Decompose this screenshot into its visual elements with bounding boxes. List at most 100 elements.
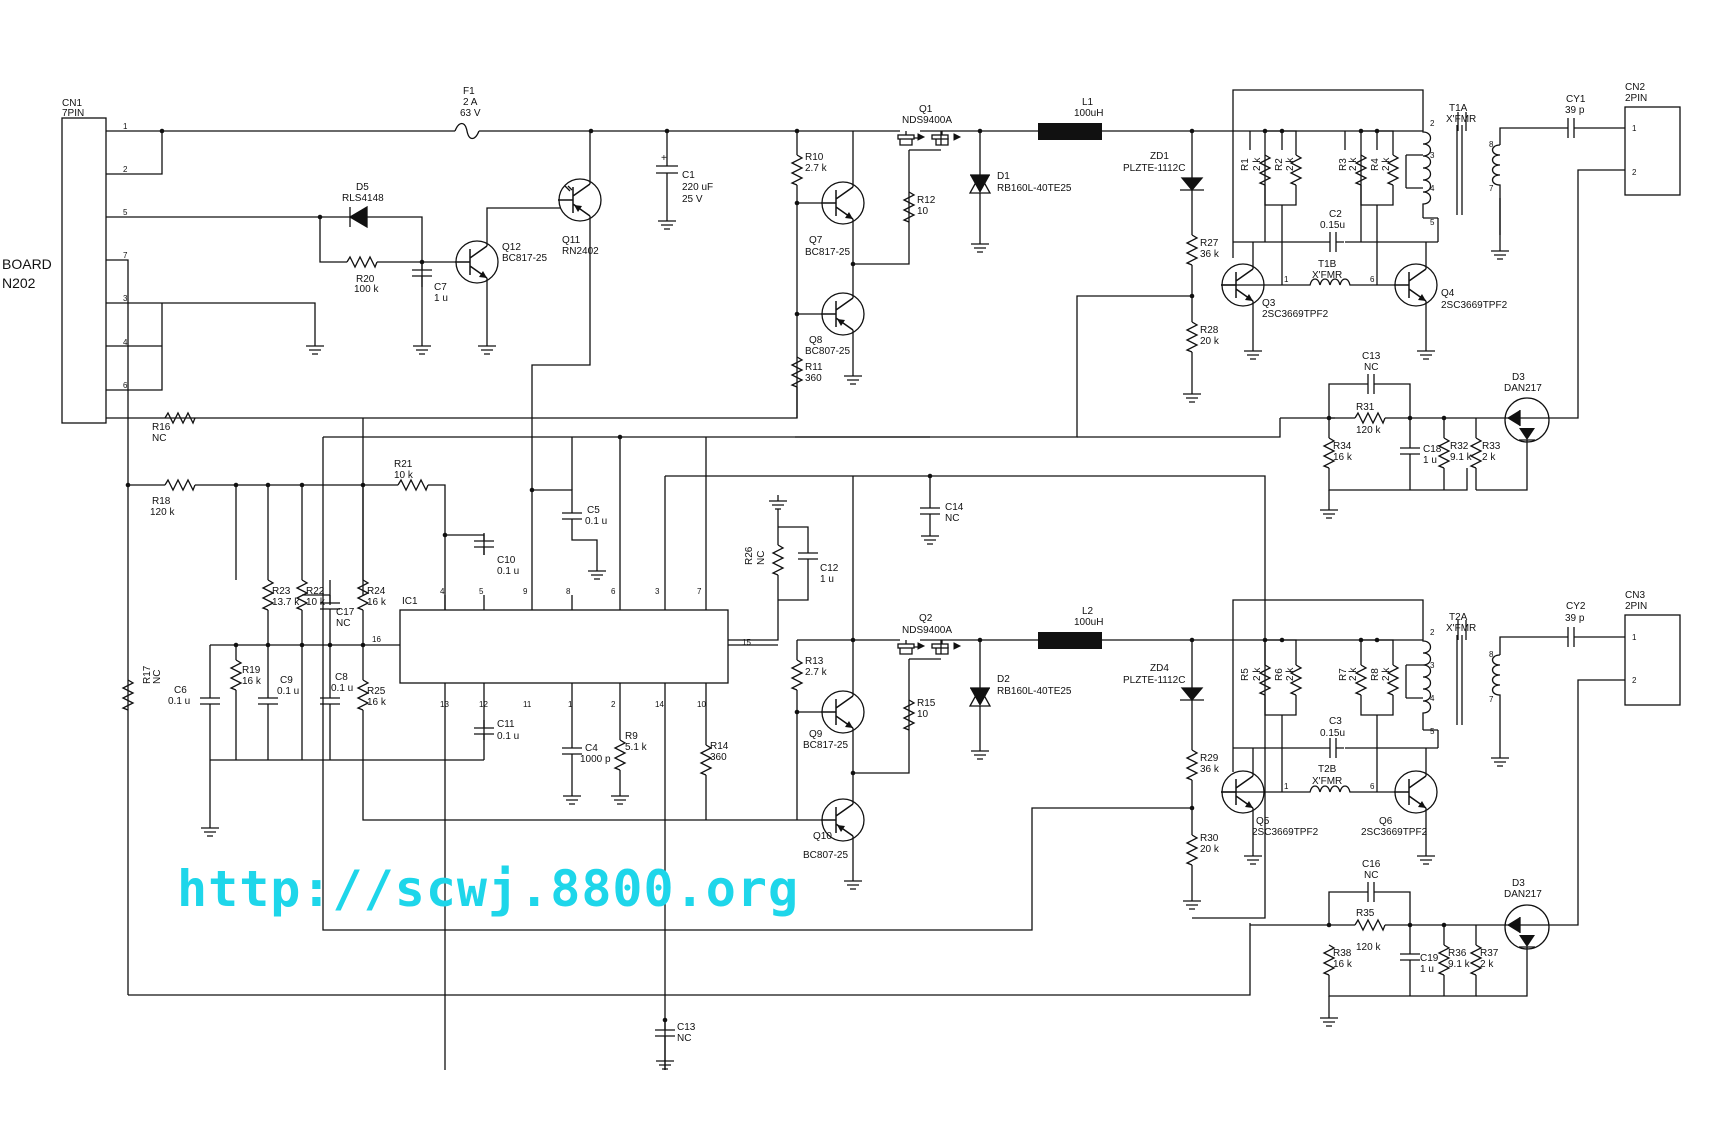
- svg-text:R28: R28: [1200, 325, 1219, 336]
- svg-text:0.1 u: 0.1 u: [277, 686, 299, 697]
- svg-text:R18: R18: [152, 496, 171, 507]
- svg-text:DAN217: DAN217: [1504, 383, 1542, 394]
- svg-text:2: 2: [1632, 676, 1637, 685]
- svg-text:25 V: 25 V: [682, 194, 703, 205]
- svg-text:0.1 u: 0.1 u: [585, 516, 607, 527]
- svg-text:R38: R38: [1333, 948, 1352, 959]
- svg-text:R8: R8: [1370, 668, 1381, 681]
- svg-text:1: 1: [568, 700, 573, 709]
- svg-text:C13: C13: [1362, 351, 1381, 362]
- svg-text:9.1 k: 9.1 k: [1450, 452, 1473, 463]
- svg-text:3: 3: [655, 587, 660, 596]
- transistor-q5: Q5 2SC3669TPF2: [1220, 770, 1319, 838]
- svg-text:L2: L2: [1082, 606, 1094, 617]
- transformer-t2a: T2A X'FMR 2 3 4 5 8 7: [1405, 612, 1501, 736]
- svg-text:+: +: [661, 153, 667, 164]
- svg-text:R34: R34: [1333, 441, 1352, 452]
- svg-text:R4: R4: [1370, 158, 1381, 171]
- svg-text:C1: C1: [682, 170, 695, 181]
- svg-text:L1: L1: [1082, 97, 1094, 108]
- svg-text:2 k: 2 k: [1381, 157, 1392, 171]
- svg-text:T1A: T1A: [1449, 103, 1468, 114]
- svg-text:120 k: 120 k: [150, 507, 175, 518]
- svg-text:X'FMR: X'FMR: [1446, 623, 1476, 634]
- svg-text:C14: C14: [945, 502, 964, 513]
- svg-text:13.7 k: 13.7 k: [272, 597, 300, 608]
- svg-text:D3: D3: [1512, 878, 1525, 889]
- svg-text:14: 14: [655, 700, 664, 709]
- svg-text:8: 8: [1489, 650, 1494, 659]
- mosfet-q2: Q2 NDS9400A: [890, 613, 962, 655]
- svg-text:2: 2: [611, 700, 616, 709]
- svg-text:R29: R29: [1200, 753, 1219, 764]
- svg-text:R21: R21: [394, 459, 413, 470]
- svg-text:63 V: 63 V: [460, 108, 481, 119]
- svg-text:R11: R11: [805, 362, 823, 373]
- svg-text:Q11: Q11: [562, 235, 581, 246]
- svg-text:BC807-25: BC807-25: [805, 346, 850, 357]
- svg-text:Q7: Q7: [809, 235, 823, 246]
- transistor-q11: Q11 RN2402: [557, 178, 602, 257]
- svg-text:R24: R24: [367, 586, 386, 597]
- svg-text:1000 p: 1000 p: [580, 754, 611, 765]
- fuse-f1: F1 2 A 63 V: [454, 86, 481, 140]
- svg-text:R9: R9: [625, 731, 638, 742]
- diode-d3-top: D3 DAN217: [1476, 372, 1550, 491]
- svg-text:R23: R23: [272, 586, 291, 597]
- svg-text:2SC3669TPF2: 2SC3669TPF2: [1441, 300, 1508, 311]
- mosfet-q1: Q1 NDS9400A: [890, 104, 962, 146]
- svg-text:R15: R15: [917, 698, 936, 709]
- svg-text:PLZTE-1112C: PLZTE-1112C: [1123, 163, 1185, 174]
- capacitor-c1: + C1 220 uF 25 V: [656, 131, 713, 215]
- svg-text:2PIN: 2PIN: [1625, 601, 1647, 612]
- svg-text:R10: R10: [805, 152, 824, 163]
- transistor-q8: Q8 BC807-25: [805, 292, 865, 357]
- transformer-t1a: T1A X'FMR 2 3 4 5 8 7: [1405, 103, 1501, 227]
- svg-text:11: 11: [523, 700, 532, 709]
- svg-text:R6: R6: [1274, 668, 1285, 681]
- cn1-ref: CN1: [62, 98, 82, 109]
- svg-text:NC: NC: [152, 670, 163, 684]
- svg-text:RN2402: RN2402: [562, 246, 599, 257]
- transistor-q7: Q7: [809, 181, 865, 246]
- svg-text:5.1 k: 5.1 k: [625, 742, 648, 753]
- svg-text:R5: R5: [1240, 668, 1251, 681]
- svg-text:NC: NC: [336, 618, 350, 629]
- cn1-pin-3: 3: [123, 294, 128, 303]
- svg-text:BC817-25: BC817-25: [805, 247, 850, 258]
- watermark-url: http://scwj.8800.org: [177, 860, 800, 918]
- svg-text:2 k: 2 k: [1348, 667, 1359, 681]
- svg-text:C8: C8: [335, 672, 348, 683]
- svg-text:C3: C3: [1329, 716, 1342, 727]
- svg-text:BC817-25: BC817-25: [502, 253, 547, 264]
- zener-zd1: ZD1 PLZTE-1112C: [1123, 131, 1204, 235]
- svg-text:2.7 k: 2.7 k: [805, 667, 828, 678]
- svg-text:0.15u: 0.15u: [1320, 728, 1345, 739]
- svg-text:0.15u: 0.15u: [1320, 220, 1345, 231]
- cn1-pin-5: 5: [123, 208, 128, 217]
- svg-text:NC: NC: [1364, 870, 1378, 881]
- svg-text:5: 5: [479, 587, 484, 596]
- svg-text:Q6: Q6: [1379, 816, 1393, 827]
- svg-text:6: 6: [1370, 782, 1375, 791]
- svg-text:IC1: IC1: [402, 596, 418, 607]
- svg-text:100 k: 100 k: [354, 284, 379, 295]
- svg-text:R12: R12: [917, 195, 936, 206]
- svg-text:39 p: 39 p: [1565, 613, 1585, 624]
- svg-text:2 k: 2 k: [1348, 157, 1359, 171]
- svg-text:7: 7: [697, 587, 702, 596]
- svg-text:R25: R25: [367, 686, 386, 697]
- svg-text:Q10: Q10: [813, 831, 832, 842]
- svg-text:10 k: 10 k: [306, 597, 326, 608]
- svg-text:6: 6: [611, 587, 616, 596]
- svg-text:16 k: 16 k: [367, 597, 387, 608]
- zener-zd4: ZD4 PLZTE-1112C: [1123, 640, 1204, 750]
- svg-text:120 k: 120 k: [1356, 942, 1381, 953]
- svg-text:C4: C4: [585, 743, 598, 754]
- board-label-2: N202: [2, 275, 36, 291]
- svg-text:16 k: 16 k: [1333, 959, 1353, 970]
- svg-text:2 k: 2 k: [1285, 667, 1296, 681]
- svg-text:9: 9: [523, 587, 528, 596]
- svg-text:NC: NC: [152, 433, 166, 444]
